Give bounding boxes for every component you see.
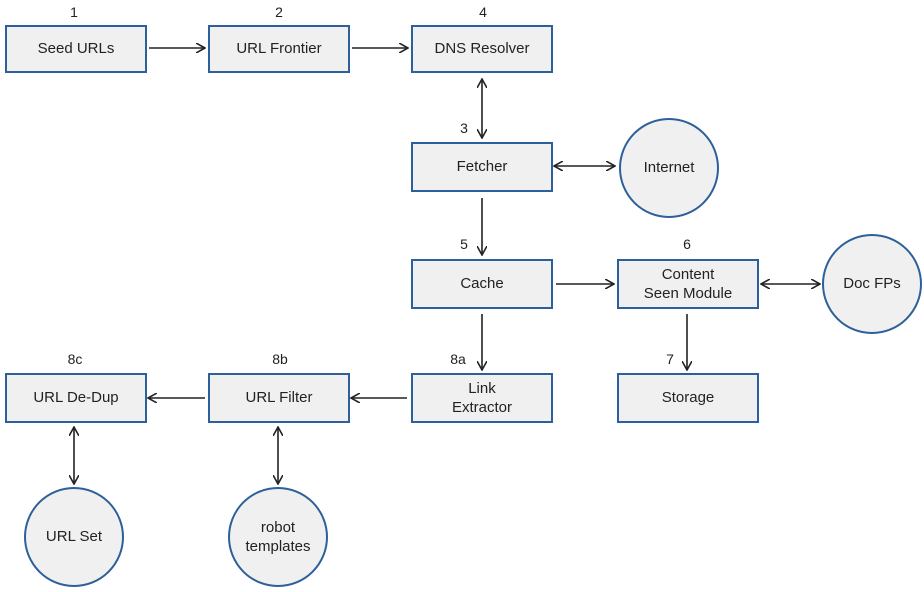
node-url-filter: URL Filter — [208, 373, 350, 423]
step-number-storage: 7 — [666, 351, 674, 367]
node-label: Cache — [460, 275, 504, 293]
step-number-seed-urls: 1 — [70, 4, 78, 20]
node-label: Content Seen Module — [643, 265, 733, 303]
step-number-cache: 5 — [460, 236, 468, 252]
step-number-content-seen: 6 — [683, 236, 691, 252]
node-dns-resolver: DNS Resolver — [411, 25, 553, 73]
node-label: Seed URLs — [37, 40, 115, 58]
node-label: Link Extractor — [451, 379, 512, 417]
node-robot-templates: robot templates — [228, 487, 328, 587]
node-cache: Cache — [411, 259, 553, 309]
step-number-link-extractor: 8a — [450, 351, 466, 367]
node-seed-urls: Seed URLs — [5, 25, 147, 73]
node-content-seen-module: Content Seen Module — [617, 259, 759, 309]
node-label: robot templates — [245, 518, 311, 556]
step-number-url-frontier: 2 — [275, 4, 283, 20]
node-label: DNS Resolver — [434, 40, 530, 58]
node-label: Storage — [661, 389, 715, 407]
node-fetcher: Fetcher — [411, 142, 553, 192]
node-url-dedup: URL De-Dup — [5, 373, 147, 423]
node-doc-fps: Doc FPs — [822, 234, 922, 334]
node-label: Internet — [643, 159, 695, 177]
node-label: URL De-Dup — [33, 389, 119, 407]
node-label: URL Filter — [245, 389, 313, 407]
node-internet: Internet — [619, 118, 719, 218]
node-url-set: URL Set — [24, 487, 124, 587]
node-label: URL Frontier — [236, 40, 322, 58]
step-number-url-filter: 8b — [272, 351, 288, 367]
node-label: Doc FPs — [843, 275, 901, 293]
node-label: URL Set — [45, 528, 103, 546]
step-number-dns-resolver: 4 — [479, 4, 487, 20]
node-label: Fetcher — [456, 158, 508, 176]
node-storage: Storage — [617, 373, 759, 423]
node-link-extractor: Link Extractor — [411, 373, 553, 423]
step-number-fetcher: 3 — [460, 120, 468, 136]
node-url-frontier: URL Frontier — [208, 25, 350, 73]
step-number-url-dedup: 8c — [67, 351, 83, 367]
